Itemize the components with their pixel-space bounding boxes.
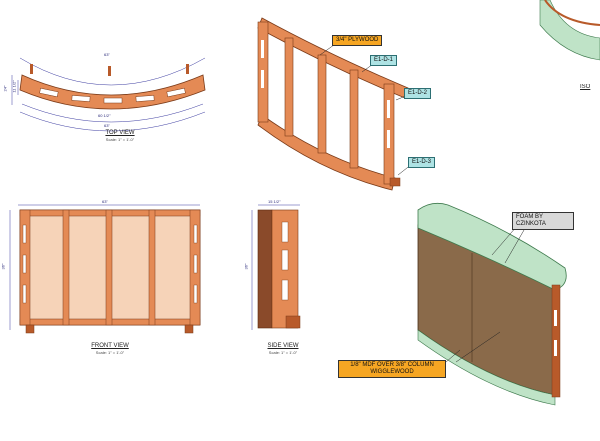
front-stud bbox=[148, 209, 156, 326]
frame-slot bbox=[261, 70, 264, 88]
e1d2-callout: E1-D-2 bbox=[404, 88, 432, 99]
frame-3d-drawing bbox=[257, 17, 413, 191]
top-depth-dim-label: 24" bbox=[2, 85, 8, 92]
front-slot bbox=[22, 254, 27, 274]
side-view-scale: Scale: 1" = 1'-0" bbox=[268, 350, 298, 355]
top-inner-dim-label: 60 1/2" bbox=[98, 113, 111, 118]
top-width-dim-line bbox=[19, 57, 206, 86]
top-width-dim-label: 63" bbox=[104, 52, 110, 57]
side-panel-dark bbox=[257, 209, 273, 329]
frame-stud bbox=[317, 54, 327, 154]
mdf-leader bbox=[445, 349, 461, 363]
frame-stud bbox=[349, 69, 359, 169]
top-slot bbox=[71, 95, 91, 102]
foam-leader-2 bbox=[504, 229, 525, 264]
front-view-drawing bbox=[9, 204, 201, 334]
front-stud bbox=[62, 209, 70, 326]
side-width-dim-label: 15 1/2" bbox=[268, 199, 281, 204]
frame-slot bbox=[387, 130, 390, 148]
mdf-callout: 1/8" MDF OVER 3/8" COLUMN WIGGLEWOOD bbox=[338, 360, 446, 378]
e1d1-callout: E1-D-1 bbox=[370, 55, 398, 66]
mdf-leader-2 bbox=[455, 331, 501, 363]
front-slot bbox=[22, 284, 27, 304]
front-height-dim-label: 36" bbox=[0, 263, 6, 270]
panel-slot bbox=[554, 340, 557, 356]
side-slot bbox=[281, 279, 289, 301]
front-slot bbox=[193, 284, 198, 304]
front-width-dim-label: 63" bbox=[102, 199, 108, 204]
panel-3d-drawing bbox=[417, 202, 567, 406]
iso-frame-edge bbox=[544, 0, 600, 26]
panel-slot bbox=[554, 310, 557, 326]
side-slot bbox=[281, 249, 289, 271]
side-height-dim-label: 36" bbox=[243, 263, 249, 270]
foam-cap-top bbox=[417, 202, 567, 291]
frame-foot bbox=[389, 177, 401, 187]
top-slot bbox=[135, 95, 155, 102]
front-view-scale: Scale: 1" = 1'-0" bbox=[95, 350, 125, 355]
front-slot bbox=[193, 254, 198, 274]
top-view-title: TOP VIEW bbox=[105, 130, 135, 136]
iso-foam bbox=[539, 0, 600, 61]
front-view-title: FRONT VIEW bbox=[91, 343, 129, 349]
side-foot bbox=[285, 315, 301, 329]
top-slot bbox=[39, 87, 59, 98]
iso-view-title: ISO bbox=[580, 84, 591, 90]
front-slot bbox=[22, 224, 27, 244]
top-post bbox=[30, 64, 33, 74]
frame-slot bbox=[387, 100, 390, 118]
top-view-scale: Scale: 1" = 1'-0" bbox=[105, 137, 135, 142]
top-post bbox=[108, 66, 111, 76]
top-frame-body bbox=[19, 74, 206, 110]
plywood-callout: 3/4" PLYWOOD bbox=[332, 35, 383, 46]
top-slot bbox=[103, 97, 123, 104]
top-view-drawing bbox=[11, 57, 206, 132]
frame-stud bbox=[284, 37, 294, 137]
foam-leader bbox=[491, 225, 518, 256]
top-outer-dim-label: 63" bbox=[104, 123, 110, 128]
frame-slot bbox=[261, 40, 264, 58]
iso-view-drawing bbox=[539, 0, 600, 61]
front-foot bbox=[25, 324, 35, 334]
top-depth-inner-dim-label: 11 1/2" bbox=[11, 80, 17, 93]
e1d3-callout: E1-D-3 bbox=[408, 157, 436, 168]
top-outer-dim-line bbox=[19, 111, 206, 132]
top-post bbox=[186, 64, 189, 74]
foam-cap-bottom bbox=[417, 329, 556, 406]
front-slot bbox=[193, 224, 198, 244]
side-slot bbox=[281, 221, 289, 243]
top-slot bbox=[166, 87, 186, 98]
side-view-drawing bbox=[251, 204, 301, 330]
frame-bottom-plate bbox=[257, 114, 396, 191]
front-foot bbox=[184, 324, 194, 334]
front-stud bbox=[105, 209, 113, 326]
side-view-title: SIDE VIEW bbox=[267, 343, 299, 349]
foam-callout: FOAM BY CZINKOTA bbox=[512, 212, 574, 230]
top-inner-dim-line bbox=[21, 103, 204, 123]
